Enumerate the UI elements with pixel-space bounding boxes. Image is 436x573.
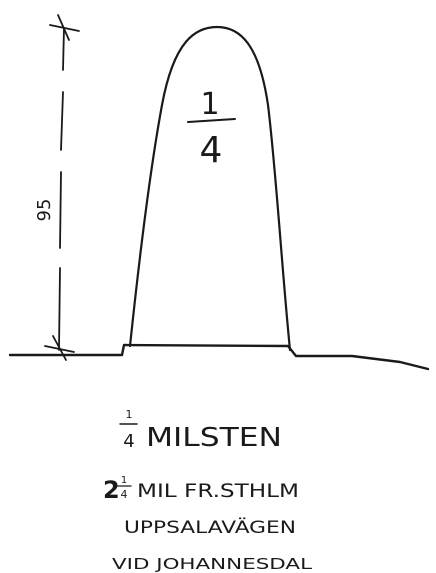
caption-line1-fraction-numerator: 1 xyxy=(126,408,133,421)
caption-line4: VID JOHANNESDAL xyxy=(112,555,313,573)
caption-line1-fraction-denominator: 4 xyxy=(123,431,134,452)
caption-line2-text: MIL FR.STHLM xyxy=(137,480,299,502)
ground-line xyxy=(8,343,430,371)
stone-fraction-bar xyxy=(187,118,236,123)
dimension-tick-top xyxy=(49,14,80,41)
height-dimension-label: 95 xyxy=(34,199,55,222)
caption-line3: UPPSALAVÄGEN xyxy=(124,517,296,538)
stone-fraction-numerator: 1 xyxy=(200,87,219,122)
dimension-tick-bottom xyxy=(44,335,75,361)
caption-line2-whole: 2 xyxy=(103,476,120,504)
dimension-line xyxy=(58,27,65,351)
caption-line2-fraction-numerator: 1 xyxy=(121,475,127,486)
caption-line2-fraction-denominator: 4 xyxy=(121,488,128,501)
stone-fraction-denominator: 4 xyxy=(200,130,223,171)
milestone-outline xyxy=(128,25,292,352)
caption-line1-text: MILSTEN xyxy=(146,423,282,453)
